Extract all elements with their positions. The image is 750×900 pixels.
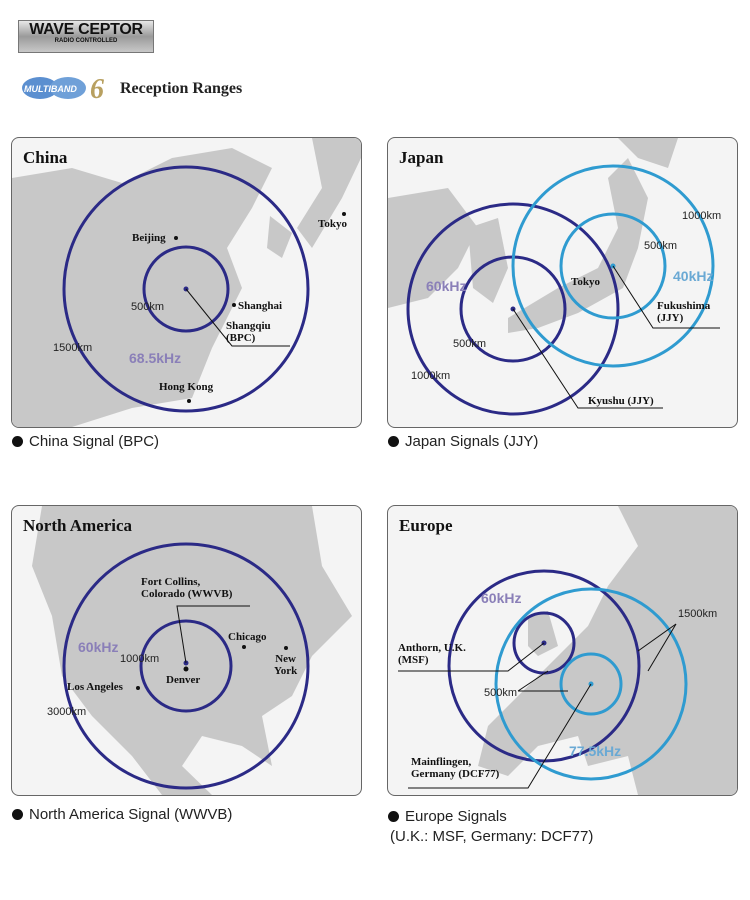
city-label: Tokyo (571, 276, 600, 288)
station-name: Anthorn, U.K. (398, 642, 466, 654)
europe-map: Europe 60kHz 1500km Anthorn, U.K.(MSF) 5… (387, 505, 738, 796)
city-name: York (274, 665, 298, 677)
panel-title: Japan (399, 148, 444, 167)
svg-text:MULTIBAND: MULTIBAND (24, 84, 77, 94)
frequency-label: 77.5kHz (569, 743, 622, 759)
city-label: Shanghai (238, 300, 283, 312)
range-ring-500km (142, 245, 230, 333)
station-name: Mainflingen, (411, 756, 472, 768)
china-caption: China Signal (BPC) (12, 433, 159, 450)
station-code: Germany (DCF77) (411, 768, 500, 780)
panel-title: North America (23, 516, 133, 535)
europe-caption-detail: (U.K.: MSF, Germany: DCF77) (390, 828, 594, 845)
station-name: Fukushima (657, 300, 711, 312)
city-name: New (275, 653, 296, 665)
china-map: China Beijing Tokyo Shanghai 500km Shang… (11, 137, 362, 428)
distance-label: 500km (484, 687, 518, 699)
distance-label: 3000km (47, 706, 87, 718)
frequency-label: 60kHz (78, 639, 119, 655)
city-label: Hong Kong (159, 381, 214, 393)
distance-label: 500km (131, 301, 165, 313)
north-america-caption: North America Signal (WWVB) (12, 806, 232, 823)
station-label: Anthorn, U.K.(MSF) (398, 642, 466, 666)
frequency-label: 60kHz (426, 278, 467, 294)
frequency-label: 68.5kHz (129, 350, 182, 366)
europe-map-graphic (398, 506, 737, 795)
panel-title: China (23, 148, 68, 167)
japan-map: Japan 1000km 500km Tokyo 40kHz Fukushima… (387, 137, 738, 428)
distance-label: 1000km (120, 653, 160, 665)
distance-label: 1500km (53, 342, 93, 354)
city-label: Beijing (132, 232, 166, 244)
station-label: Kyushu (JJY) (588, 395, 654, 407)
station-code: (BPC) (226, 332, 256, 344)
distance-label: 500km (644, 240, 678, 252)
brand: WAVE CEPTOR (29, 21, 143, 38)
range-ring-1500km (62, 165, 310, 413)
station-code: Colorado (WWVB) (141, 588, 233, 600)
europe-caption: Europe Signals (388, 808, 507, 825)
frequency-label: 40kHz (673, 268, 714, 284)
distance-label: 1000km (411, 370, 451, 382)
station-label: Fort Collins,Colorado (WWVB) (141, 576, 232, 600)
city-label: Tokyo (318, 218, 347, 230)
station-name: Fort Collins, (141, 576, 201, 588)
north-america-map-graphic (32, 506, 352, 795)
city-label: Denver (166, 674, 201, 686)
page-title: Reception Ranges (120, 80, 243, 97)
frequency-label: 60kHz (481, 590, 522, 606)
station-label: Mainflingen,Germany (DCF77) (411, 756, 499, 780)
distance-label: 1000km (682, 210, 722, 222)
station-code: (MSF) (398, 654, 429, 666)
distance-label: 1500km (678, 608, 718, 620)
multiband-logo: MULTIBAND 6 (22, 74, 104, 102)
svg-text:6: 6 (90, 74, 104, 102)
city-label: Los Angeles (67, 681, 123, 693)
china-map-graphic (12, 138, 361, 427)
station-label: Shangqiu(BPC) (226, 320, 271, 344)
japan-caption: Japan Signals (JJY) (388, 433, 538, 450)
station-label: Fukushima(JJY) (657, 300, 710, 324)
japan-map-graphic (388, 138, 720, 416)
distance-label: 500km (453, 338, 487, 350)
panel-title: Europe (399, 516, 453, 535)
city-label: Chicago (228, 631, 267, 643)
north-america-map: North America Fort Collins,Colorado (WWV… (11, 505, 362, 796)
station-name: Shangqiu (226, 320, 271, 332)
brand-sub: RADIO CONTROLLED (54, 38, 118, 44)
station-code: (JJY) (657, 312, 684, 324)
